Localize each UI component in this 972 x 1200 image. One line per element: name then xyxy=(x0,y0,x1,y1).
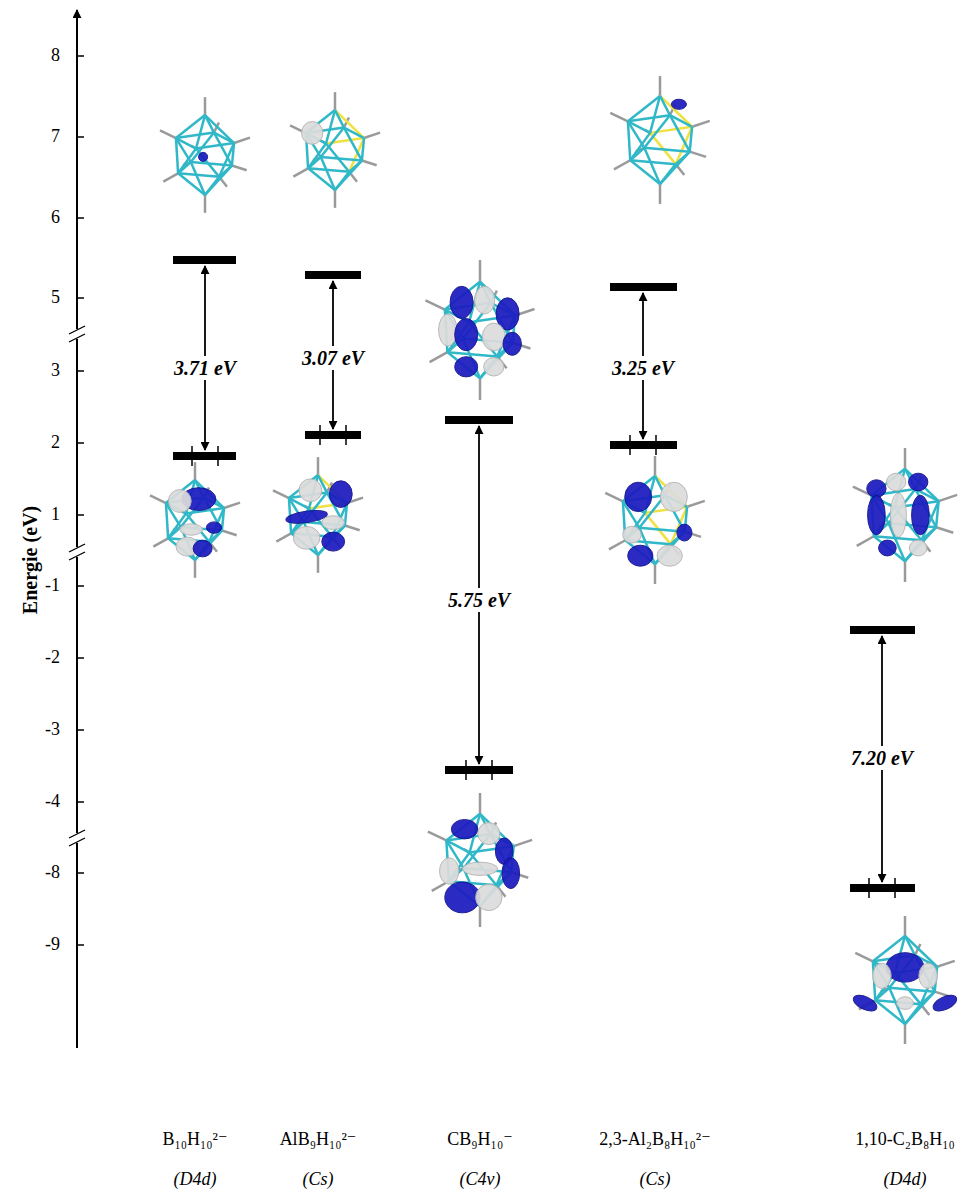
point-group: (Cs) xyxy=(640,1170,671,1190)
axis-tick xyxy=(77,217,84,219)
axis-tick xyxy=(77,657,84,659)
tick-label: 2 xyxy=(51,433,60,453)
orbital-picture xyxy=(428,793,532,927)
electron-pair xyxy=(319,425,321,445)
homo-level xyxy=(850,884,915,892)
axis-break xyxy=(69,334,85,342)
point-group: (C4v) xyxy=(460,1170,501,1190)
point-group: (Cs) xyxy=(303,1170,334,1190)
gap-value: 3.25 eV xyxy=(609,356,677,380)
point-group: (D4d) xyxy=(174,1170,217,1190)
orbital-picture xyxy=(150,462,240,578)
tick-label: 3 xyxy=(51,361,60,381)
orbital-picture xyxy=(605,456,705,584)
axis-tick xyxy=(77,872,84,874)
electron-pair xyxy=(491,760,493,780)
compound-name: AlB₉H₁₀²⁻ xyxy=(280,1130,357,1150)
tick-label: -1 xyxy=(45,576,60,596)
orbital-picture xyxy=(273,457,363,573)
axis-tick xyxy=(77,370,84,372)
electron-pair xyxy=(191,446,193,466)
electron-pair xyxy=(868,878,870,898)
axis-break xyxy=(69,552,85,560)
homo-level xyxy=(445,766,513,774)
lumo-level xyxy=(445,416,513,424)
gap-value: 3.71 eV xyxy=(171,356,239,380)
gap-value: 5.75 eV xyxy=(445,588,513,612)
orbital-picture xyxy=(610,76,710,204)
homo-level xyxy=(305,431,361,439)
electron-pair xyxy=(655,435,657,455)
electron-pair xyxy=(894,878,896,898)
gap-value: 3.07 eV xyxy=(299,346,367,370)
homo-level xyxy=(610,441,677,449)
axis-tick xyxy=(77,514,84,516)
tick-label: -2 xyxy=(45,648,60,668)
tick-label: 7 xyxy=(51,127,60,147)
energy-axis xyxy=(76,10,78,1048)
axis-break xyxy=(69,830,85,838)
axis-title: Energie (eV) xyxy=(19,506,41,614)
lumo-level xyxy=(850,626,915,634)
compound-name: 2,3-Al₂B₈H₁₀²⁻ xyxy=(599,1130,711,1150)
axis-break xyxy=(69,326,85,334)
orbital-picture xyxy=(290,92,380,208)
tick-label: 8 xyxy=(51,46,60,66)
tick-label: -4 xyxy=(45,792,60,812)
point-group: (D4d) xyxy=(884,1170,927,1190)
lumo-level xyxy=(173,256,236,264)
orbital-picture xyxy=(160,97,250,213)
axis-tick xyxy=(77,801,84,803)
tick-label: -3 xyxy=(45,720,60,740)
axis-tick xyxy=(77,136,84,138)
lumo-level xyxy=(610,283,677,291)
tick-label: -9 xyxy=(45,935,60,955)
lumo-level xyxy=(305,271,361,279)
electron-pair xyxy=(465,760,467,780)
electron-pair xyxy=(345,425,347,445)
tick-label: -8 xyxy=(45,863,60,883)
axis-break xyxy=(69,838,85,846)
tick-label: 5 xyxy=(51,288,60,308)
axis-tick xyxy=(77,585,84,587)
electron-pair xyxy=(217,446,219,466)
homo-level xyxy=(173,452,236,460)
axis-tick xyxy=(77,442,84,444)
orbital-picture xyxy=(853,448,957,582)
tick-label: 1 xyxy=(51,505,60,525)
electron-pair xyxy=(629,435,631,455)
axis-tick xyxy=(77,297,84,299)
compound-name: CB₉H₁₀⁻ xyxy=(447,1130,512,1150)
axis-tick xyxy=(77,729,84,731)
axis-tick xyxy=(77,55,84,57)
gap-value: 7.20 eV xyxy=(848,746,916,770)
tick-label: 6 xyxy=(51,208,60,228)
axis-break xyxy=(69,544,85,552)
compound-name: B₁₀H₁₀²⁻ xyxy=(162,1130,227,1150)
axis-tick xyxy=(77,944,84,946)
orbital-picture xyxy=(426,260,535,400)
compound-name: 1,10-C₂B₈H₁₀ xyxy=(855,1130,955,1150)
orbital-picture xyxy=(851,916,959,1044)
